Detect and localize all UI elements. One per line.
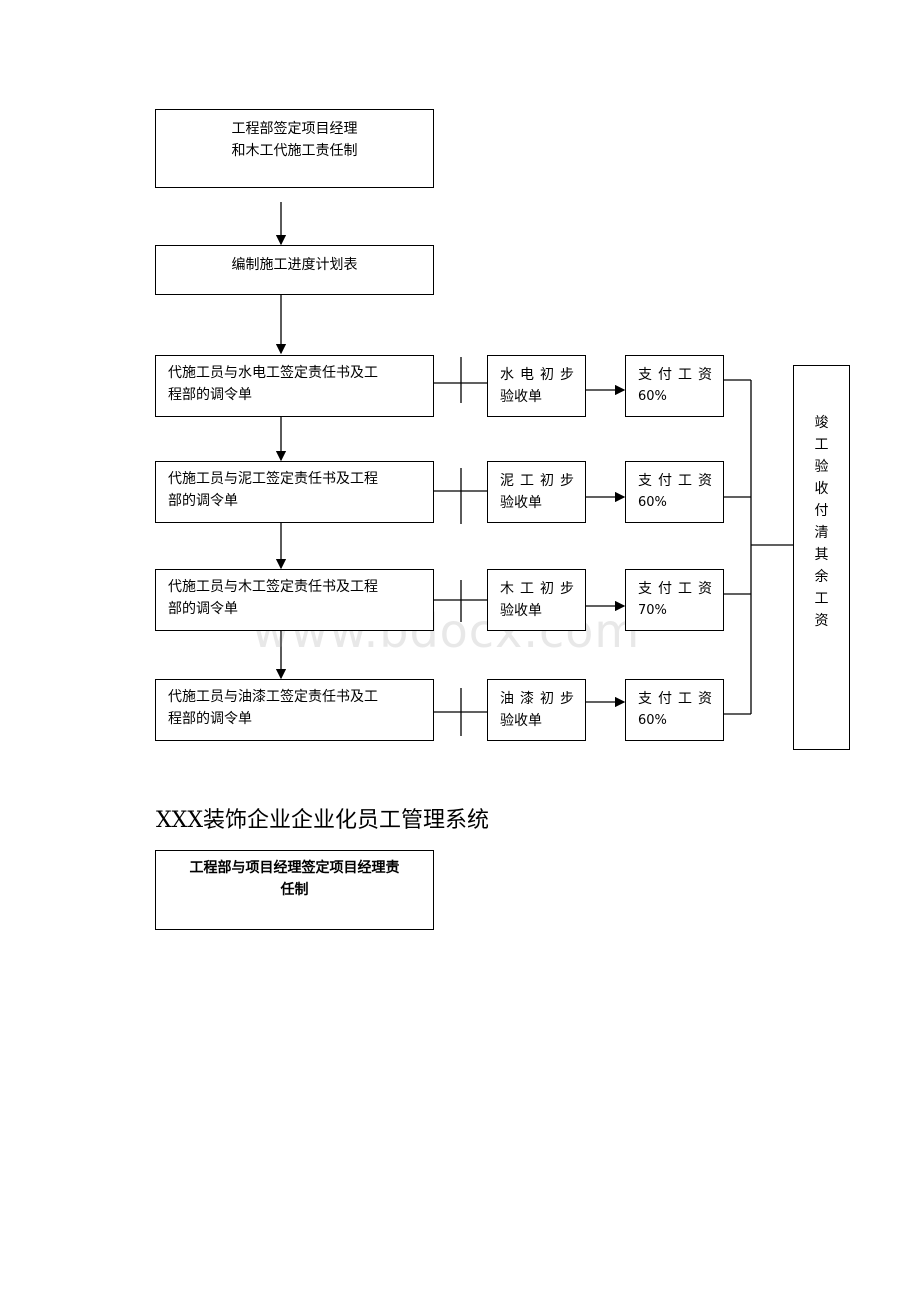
final-char: 余: [814, 569, 829, 585]
contract-line1: 代施工员与木工签定责任书及工程: [168, 579, 378, 595]
section-box-line1: 工程部与项目经理签定项目经理责: [189, 860, 400, 876]
contract-line2: 程部的调令单: [168, 387, 252, 403]
contract-line2: 部的调令单: [168, 493, 238, 509]
pay-line1: 支付工资: [638, 367, 718, 383]
pay-percent: 60%: [638, 495, 667, 510]
step1-line2: 和木工代施工责任制: [231, 143, 358, 159]
pay-line1: 支付工资: [638, 581, 718, 597]
contract-box-painting: 代施工员与油漆工签定责任书及工 程部的调令单: [155, 679, 434, 741]
stage-line2: 验收单: [500, 495, 542, 511]
contract-line1: 代施工员与泥工签定责任书及工程: [168, 471, 378, 487]
pay-percent: 70%: [638, 603, 667, 618]
step2-label: 编制施工进度计划表: [231, 257, 358, 273]
final-char: 清: [814, 525, 829, 541]
pay-line1: 支付工资: [638, 691, 718, 707]
pay-percent: 60%: [638, 389, 667, 404]
stage-box-carpentry: 木工初步 验收单: [487, 569, 586, 631]
step-schedule-plan: 编制施工进度计划表: [155, 245, 434, 295]
contract-box-masonry: 代施工员与泥工签定责任书及工程 部的调令单: [155, 461, 434, 523]
final-char: 工: [814, 437, 829, 453]
step-project-responsibility: 工程部签定项目经理 和木工代施工责任制: [155, 109, 434, 188]
section-responsibility-box: 工程部与项目经理签定项目经理责 任制: [155, 850, 434, 930]
final-char: 收: [814, 481, 829, 497]
stage-line2: 验收单: [500, 603, 542, 619]
stage-box-painting: 油漆初步 验收单: [487, 679, 586, 741]
stage-box-plumbing: 水电初步 验收单: [487, 355, 586, 417]
stage-line1: 木工初步: [500, 581, 580, 597]
contract-line2: 程部的调令单: [168, 711, 252, 727]
final-char: 工: [814, 591, 829, 607]
pay-percent: 60%: [638, 713, 667, 728]
pay-line1: 支付工资: [638, 473, 718, 489]
section-heading: XXX装饰企业企业化员工管理系统: [156, 808, 489, 833]
final-settlement-box: 竣 工 验 收 付 清 其 余 工 资: [793, 365, 850, 750]
final-char: 付: [814, 503, 829, 519]
pay-box-carpentry: 支付工资 70%: [625, 569, 724, 631]
stage-line2: 验收单: [500, 713, 542, 729]
final-char: 其: [814, 547, 829, 563]
final-char: 验: [814, 459, 829, 475]
contract-line1: 代施工员与油漆工签定责任书及工: [168, 689, 378, 705]
contract-box-plumbing: 代施工员与水电工签定责任书及工 程部的调令单: [155, 355, 434, 417]
stage-line1: 泥工初步: [500, 473, 580, 489]
pay-box-plumbing: 支付工资 60%: [625, 355, 724, 417]
pay-box-painting: 支付工资 60%: [625, 679, 724, 741]
final-char: 资: [814, 613, 829, 629]
stage-line1: 水电初步: [500, 367, 580, 383]
final-char: 竣: [814, 415, 829, 431]
step1-line1: 工程部签定项目经理: [231, 121, 358, 137]
stage-line2: 验收单: [500, 389, 542, 405]
contract-line1: 代施工员与水电工签定责任书及工: [168, 365, 378, 381]
stage-box-masonry: 泥工初步 验收单: [487, 461, 586, 523]
contract-line2: 部的调令单: [168, 601, 238, 617]
pay-box-masonry: 支付工资 60%: [625, 461, 724, 523]
section-box-line2: 任制: [280, 882, 309, 898]
stage-line1: 油漆初步: [500, 691, 580, 707]
contract-box-carpentry: 代施工员与木工签定责任书及工程 部的调令单: [155, 569, 434, 631]
